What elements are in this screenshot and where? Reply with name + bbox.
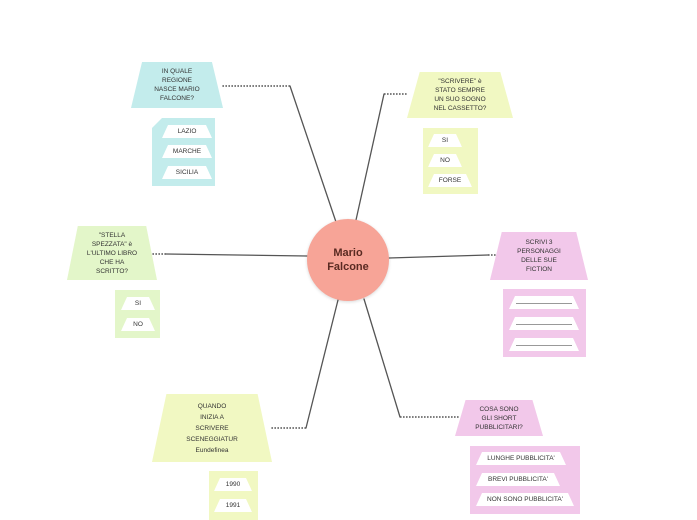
question-regione-line: FALCONE? — [160, 95, 194, 102]
option-si[interactable]: SI — [121, 297, 155, 310]
question-stella-line: L'ULTIMO LIBRO — [86, 249, 138, 257]
question-personaggi-line: FICTION — [526, 266, 552, 273]
question-personaggi-line: PERSONAGGI — [517, 248, 561, 255]
link-center-short — [363, 298, 401, 418]
central-topic-label: Mario Falcone — [327, 247, 369, 273]
question-quando-line: Eundefinea — [195, 446, 229, 454]
answer-blank-2[interactable] — [509, 317, 579, 330]
question-scrivere-line: UN SUO SOGNO — [434, 96, 486, 103]
question-short-line: COSA SONO — [479, 405, 519, 413]
option-1991[interactable]: 1991 — [214, 499, 252, 512]
answer-blank-3[interactable] — [509, 338, 579, 351]
link-center-quando — [305, 299, 339, 429]
question-scrivere[interactable]: "SCRIVERE" è STATO SEMPRE UN SUO SOGNO N… — [407, 72, 513, 118]
question-stella[interactable]: "STELLA SPEZZATA" è L'ULTIMO LIBRO CHE H… — [67, 226, 157, 280]
question-short[interactable]: COSA SONO GLI SHORT PUBBLICITARI? — [455, 400, 543, 436]
link-center-stella — [165, 253, 308, 257]
question-scrivere-line: STATO SEMPRE — [435, 87, 485, 94]
question-regione-line: IN QUALE — [161, 68, 193, 75]
link-center-personaggi — [388, 254, 489, 259]
option-no[interactable]: NO — [121, 318, 155, 331]
link-center-scrivere — [355, 93, 385, 221]
option-brevi-pubblicita[interactable]: BREVI PUBBLICITA' — [476, 473, 560, 486]
question-short-line: GLI SHORT — [481, 414, 517, 422]
option-marche[interactable]: MARCHE — [162, 145, 212, 158]
question-stella-line: "STELLA — [98, 231, 126, 239]
question-scrivere-line: NEL CASSETTO? — [433, 105, 487, 112]
option-forse[interactable]: FORSE — [428, 174, 472, 187]
question-quando-line: SCENEGGIATUR — [186, 435, 238, 443]
question-stella-line: SCRITTO? — [95, 267, 129, 275]
question-regione-line: REGIONE — [162, 77, 192, 84]
question-regione[interactable]: IN QUALE REGIONE NASCE MARIO FALCONE? — [131, 62, 223, 108]
question-personaggi[interactable]: SCRIVI 3 PERSONAGGI DELLE SUE FICTION — [490, 232, 588, 280]
central-topic[interactable]: Mario Falcone — [307, 219, 389, 301]
question-personaggi-line: SCRIVI 3 — [525, 239, 553, 246]
option-si[interactable]: SI — [428, 134, 462, 147]
option-non-sono-pubblicita[interactable]: NON SONO PUBBLICITA' — [476, 493, 574, 506]
option-sicilia[interactable]: SICILIA — [162, 166, 212, 179]
option-lazio[interactable]: LAZIO — [162, 125, 212, 138]
question-quando[interactable]: QUANDO INIZIA A SCRIVERE SCENEGGIATUR Eu… — [152, 394, 272, 462]
question-stella-line: CHE HA — [99, 258, 125, 266]
question-quando-line: SCRIVERE — [195, 424, 229, 432]
question-quando-line: INIZIA A — [200, 413, 224, 421]
option-no[interactable]: NO — [428, 154, 462, 167]
question-regione-line: NASCE MARIO — [154, 86, 200, 93]
question-stella-line: SPEZZATA" è — [91, 240, 133, 248]
question-scrivere-line: "SCRIVERE" è — [438, 78, 482, 85]
question-quando-line: QUANDO — [197, 402, 227, 410]
question-personaggi-line: DELLE SUE — [521, 257, 557, 264]
option-lunghe-pubblicita[interactable]: LUNGHE PUBBLICITA' — [476, 452, 566, 465]
link-center-regione — [289, 85, 337, 223]
question-short-line: PUBBLICITARI? — [475, 423, 523, 431]
answer-blank-1[interactable] — [509, 296, 579, 309]
option-1990[interactable]: 1990 — [214, 478, 252, 491]
